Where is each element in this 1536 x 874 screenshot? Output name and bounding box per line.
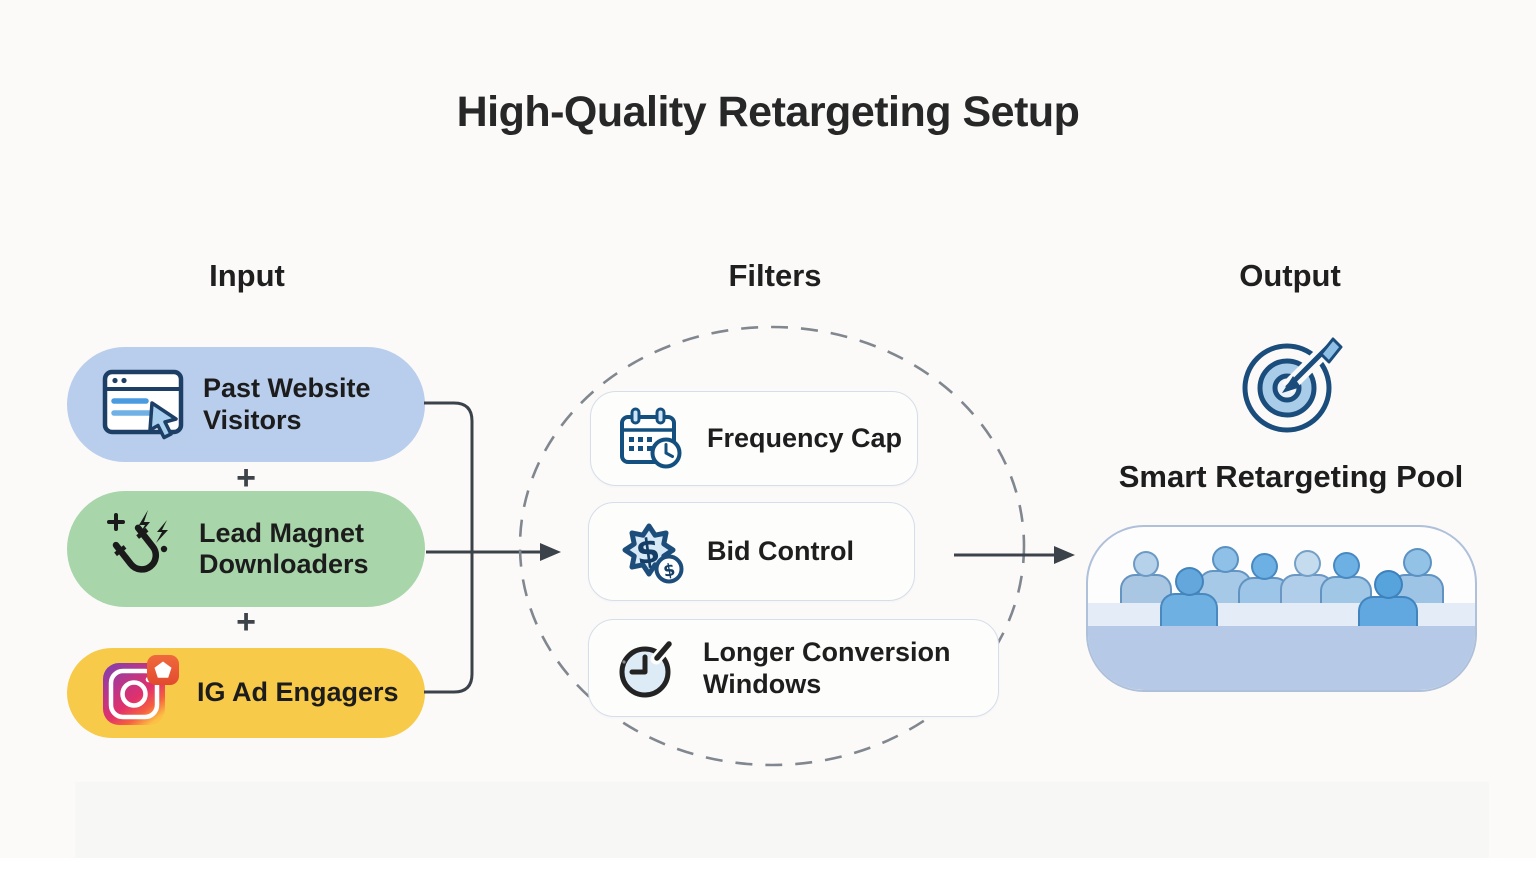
filter-box-frequency-cap: Frequency Cap (590, 391, 918, 486)
background-band (75, 782, 1489, 858)
audience-pool (1086, 525, 1477, 692)
column-header-filters: Filters (728, 258, 822, 293)
background-bottom-strip (0, 858, 1536, 874)
input-pill-ig-ad-engagers: IG Ad Engagers (67, 648, 425, 738)
plus-sign: + (236, 603, 256, 641)
filter-label: Frequency Cap (707, 423, 903, 454)
filter-box-longer-conversion-windows: Longer Conversion Windows (588, 619, 999, 717)
person-figure (1320, 527, 1372, 647)
svg-text:$: $ (662, 560, 677, 582)
input-merge-bracket (424, 401, 561, 694)
plus-sign: + (236, 459, 256, 497)
input-pill-label: Lead Magnet Downloaders (199, 517, 369, 579)
clock-edit-icon (617, 636, 681, 700)
gear-dollar-icon: $ $ (617, 518, 685, 586)
calendar-clock-icon (619, 407, 685, 471)
filter-label: Longer Conversion Windows (703, 636, 951, 699)
filters-dashed-circle (518, 325, 1026, 767)
person-figure (1120, 527, 1172, 647)
target-arrow-icon (1242, 337, 1343, 433)
input-pill-label: Past Website Visitors (203, 373, 371, 435)
browser-cursor-icon (101, 367, 187, 443)
instagram-icon (101, 655, 181, 731)
magnet-icon (101, 508, 183, 590)
column-header-input: Input (209, 258, 285, 293)
input-pill-label: IG Ad Engagers (197, 677, 399, 708)
column-header-output: Output (1239, 258, 1341, 293)
input-pill-lead-magnet-downloaders: Lead Magnet Downloaders (67, 491, 425, 607)
filter-box-bid-control: $ $ Bid Control (588, 502, 915, 601)
pool-water (1088, 626, 1475, 690)
output-pool-label: Smart Retargeting Pool (1118, 459, 1464, 494)
filter-label: Bid Control (707, 536, 854, 567)
input-pill-past-website-visitors: Past Website Visitors (67, 347, 425, 462)
page-title: High-Quality Retargeting Setup (456, 88, 1080, 136)
filters-to-output-arrow (954, 546, 1075, 564)
